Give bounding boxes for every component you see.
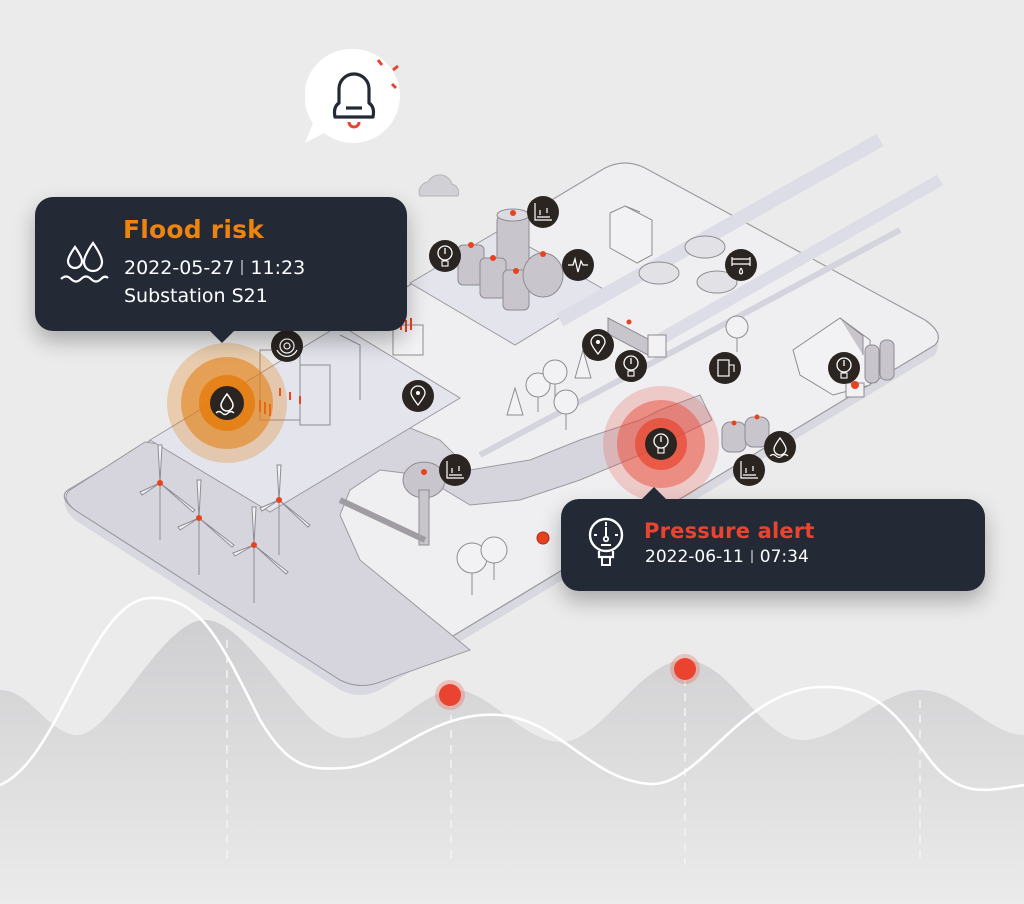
alert-location: Substation S21 — [124, 285, 268, 307]
valve — [536, 531, 550, 545]
water-drops-waves-icon — [60, 241, 109, 283]
timeline-alert-points[interactable] — [435, 654, 700, 710]
water-level-marker — [439, 454, 471, 486]
bell-icon — [304, 48, 400, 144]
storage-tanks — [721, 414, 770, 453]
chemical-tanks — [457, 208, 564, 311]
alert-date: 2022-06-11 — [645, 547, 744, 567]
pressure-gauge-marker — [429, 240, 461, 272]
alert-title: Flood risk — [123, 215, 265, 244]
water-tower — [338, 461, 446, 546]
notification-bell-button[interactable] — [304, 47, 403, 145]
vibration-marker — [562, 249, 594, 281]
separator — [241, 260, 244, 275]
flood-risk-tooltip[interactable]: Flood risk 2022-05-27 11:23 Substation S2… — [35, 197, 407, 343]
meter-marker — [709, 352, 741, 384]
water-level-marker — [733, 454, 765, 486]
pressure-alert-tooltip[interactable]: Pressure alert 2022-06-11 07:34 — [561, 487, 985, 591]
tooltip-pointer — [209, 330, 235, 343]
water-level-marker — [527, 196, 559, 228]
water-drop-marker — [764, 431, 796, 463]
tooltip-pointer — [641, 487, 667, 500]
alert-datetime: 2022-06-11 07:34 — [645, 547, 809, 567]
location-pin-marker — [582, 329, 614, 361]
tanker-truck — [607, 317, 667, 358]
alert-time: 11:23 — [250, 257, 306, 279]
factory-building — [609, 205, 653, 264]
pressure-alert-pulse[interactable] — [603, 386, 719, 502]
alert-time: 07:34 — [759, 547, 809, 567]
alert-datetime: 2022-05-27 11:23 — [124, 257, 305, 279]
location-pin-marker — [402, 380, 434, 412]
treatment-basins — [638, 235, 738, 294]
rotation-marker — [271, 330, 303, 362]
pressure-gauge-marker — [828, 352, 860, 384]
pressure-gauge-icon — [588, 517, 624, 566]
alert-title: Pressure alert — [644, 519, 815, 543]
separator — [750, 550, 753, 563]
flood-alert-pulse[interactable] — [167, 343, 287, 463]
pipe-leak-marker — [725, 249, 757, 281]
timeline-chart — [0, 596, 1024, 904]
cloud-icon — [418, 174, 460, 197]
wind-turbines — [139, 444, 311, 603]
trees — [456, 315, 749, 595]
map-markers[interactable] — [271, 196, 860, 486]
pressure-gauge-marker — [615, 350, 647, 382]
alert-date: 2022-05-27 — [124, 257, 235, 279]
